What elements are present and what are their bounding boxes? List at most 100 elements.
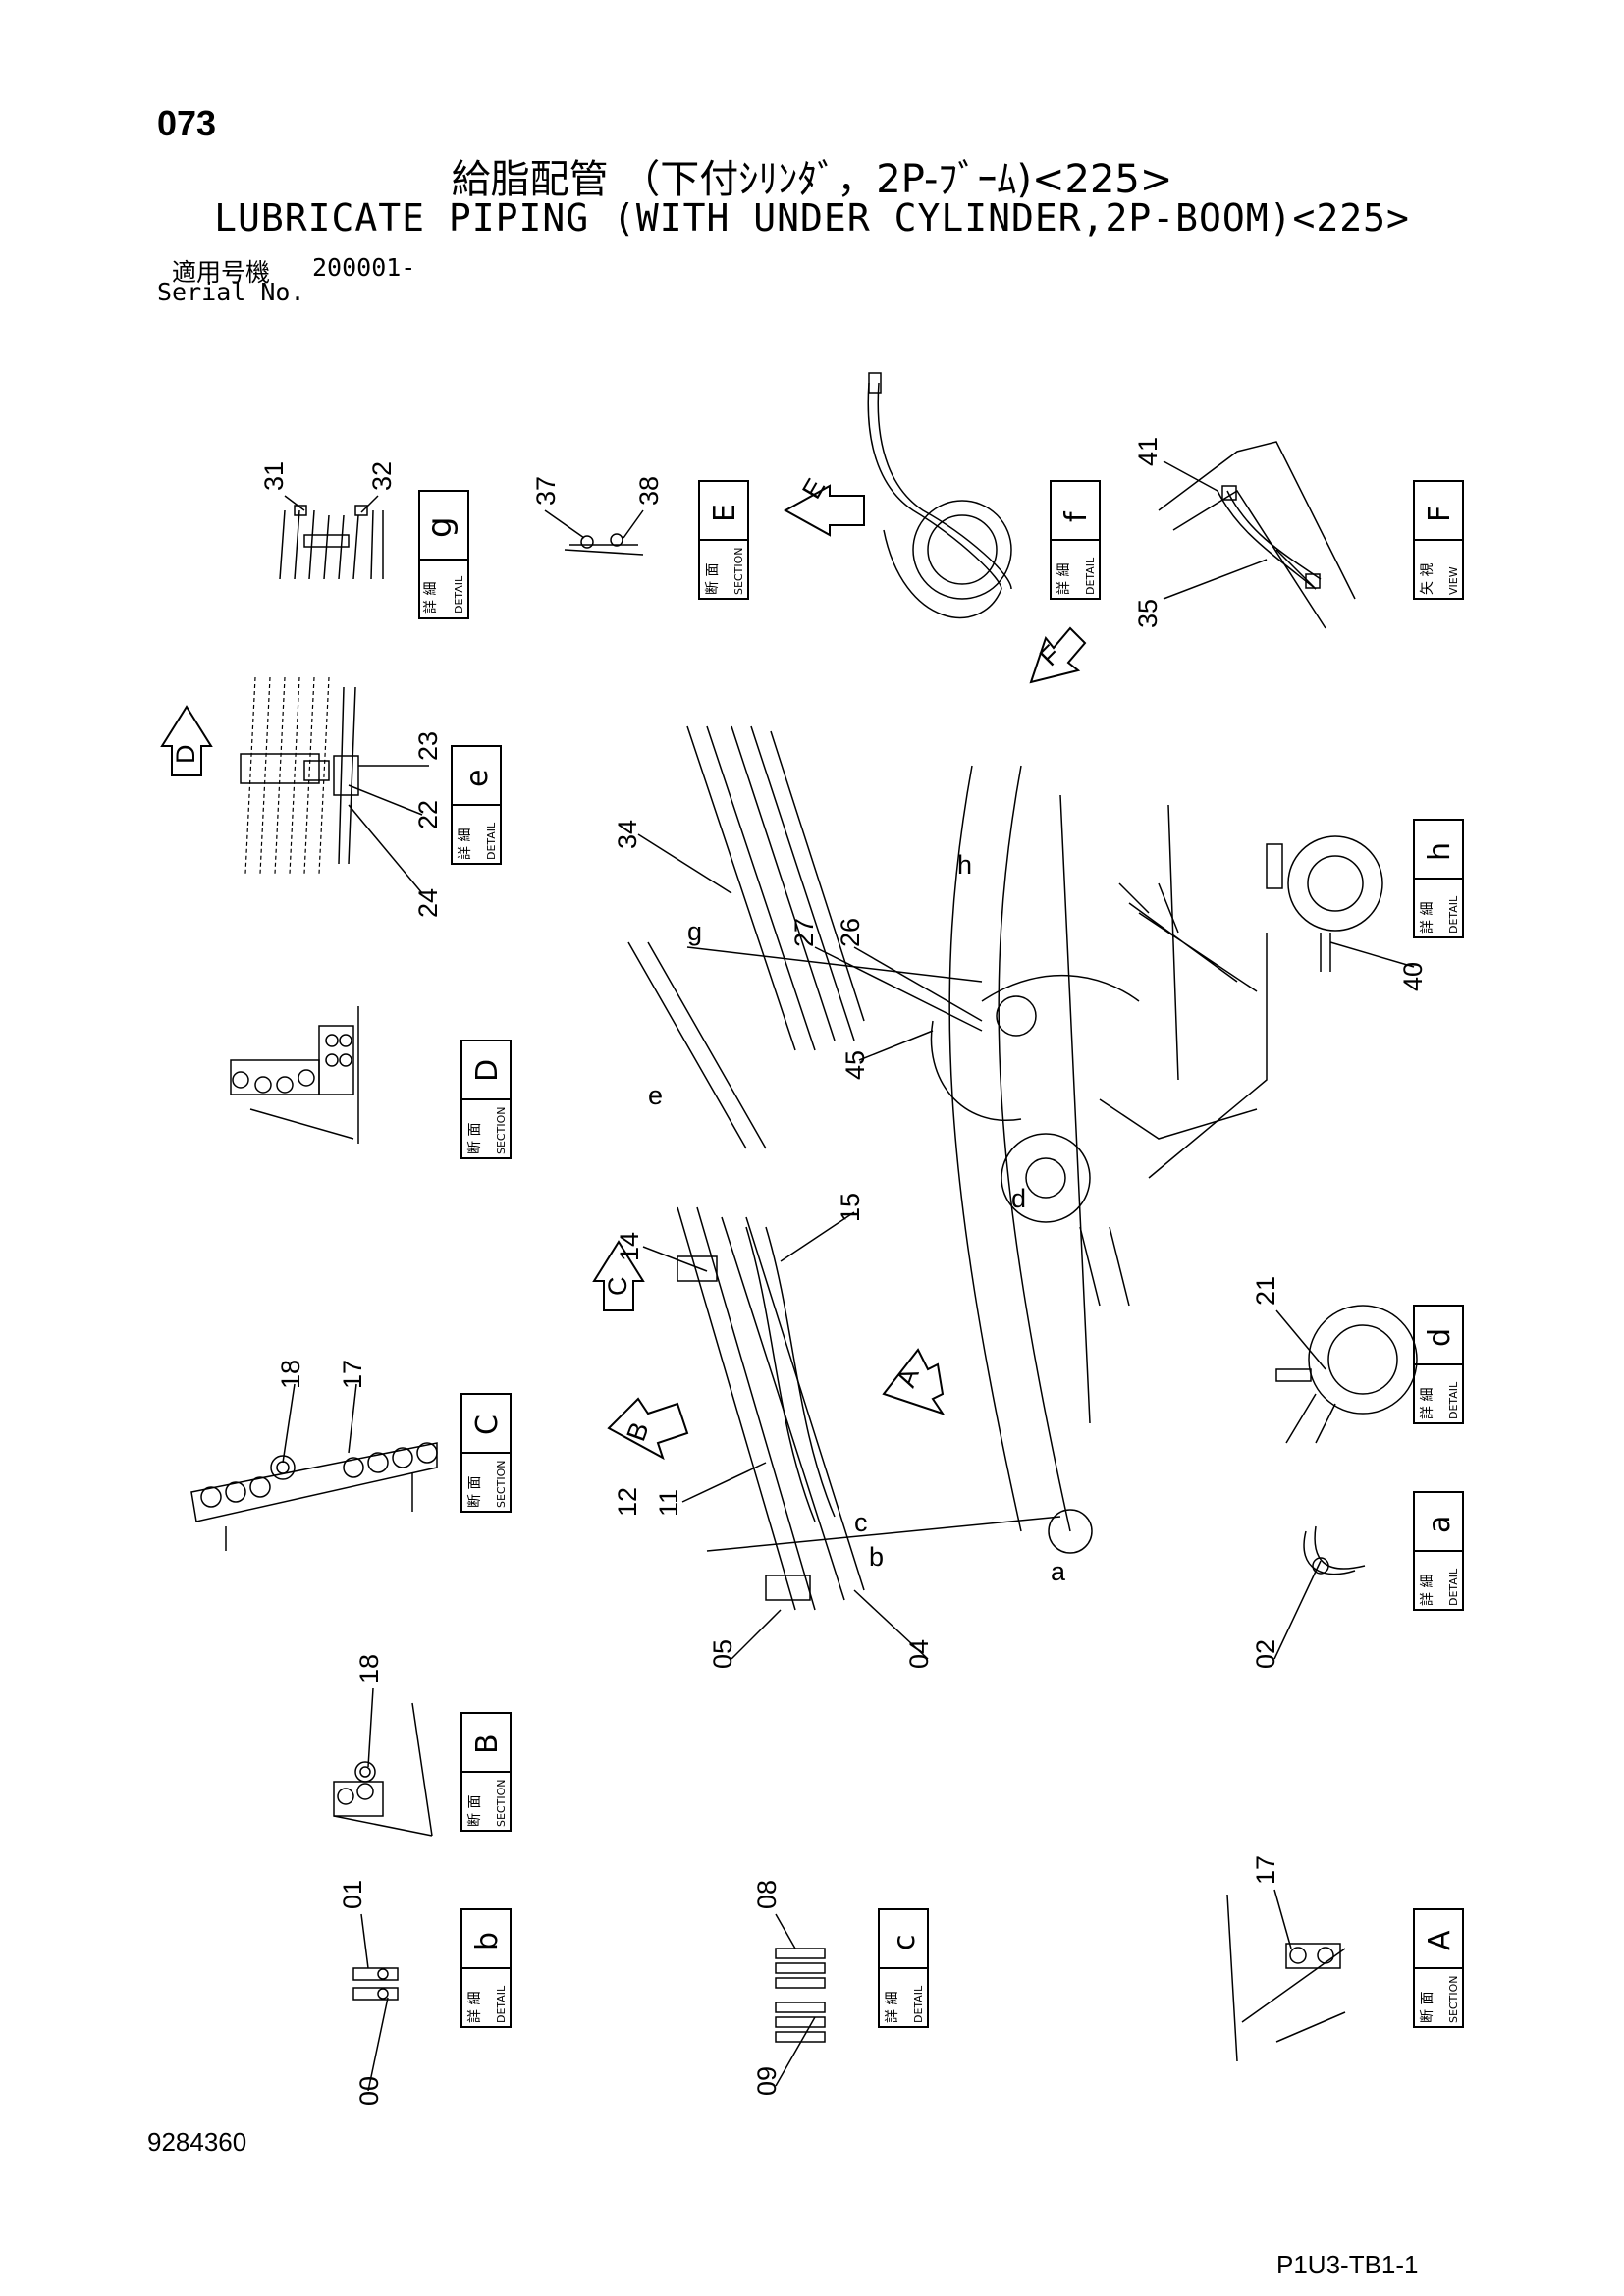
part-label-27: 27: [789, 918, 819, 947]
document-number: 9284360: [147, 2127, 247, 2157]
page-number: 073: [157, 103, 217, 143]
part-label-21: 21: [1251, 1276, 1280, 1306]
callout-h: h: [957, 850, 972, 880]
sketch-detail-b: [352, 1967, 399, 2001]
callout-g: g: [687, 917, 702, 946]
view-box-jp: 詳 細: [1420, 902, 1435, 934]
part-label-18: 18: [276, 1360, 305, 1389]
view-box-letter: A: [1423, 1930, 1457, 1950]
part-label-35: 35: [1133, 599, 1163, 628]
view-box-a: a 詳 細 DETAIL: [1413, 1491, 1464, 1611]
part-label-23: 23: [413, 731, 443, 761]
svg-text:F: F: [1034, 639, 1066, 671]
callout-d: d: [1011, 1184, 1026, 1213]
part-label-26: 26: [836, 918, 865, 947]
sketch-view-F: [1158, 441, 1356, 629]
view-box-F: F 矢 視 VIEW: [1413, 480, 1464, 600]
view-box-en: DETAIL: [485, 822, 498, 860]
view-box-jp: 断 面: [467, 1476, 483, 1508]
view-box-letter: F: [1423, 506, 1457, 522]
view-arrow-C: C: [592, 1240, 645, 1311]
view-box-jp: 詳 細: [885, 1992, 900, 2023]
view-box-en: DETAIL: [1447, 895, 1460, 934]
callout-c: c: [854, 1508, 868, 1537]
view-box-en: SECTION: [495, 1107, 508, 1154]
page-reference: P1U3-TB1-1: [1276, 2250, 1419, 2279]
sketch-section-E: [564, 533, 644, 556]
sketch-detail-f: [867, 372, 1012, 619]
view-box-en: DETAIL: [453, 575, 465, 614]
title-english: LUBRICATE PIPING (WITH UNDER CYLINDER,2P…: [214, 196, 1410, 240]
view-box-en: SECTION: [1447, 1976, 1460, 2023]
view-box-jp: 詳 細: [423, 582, 439, 614]
part-label-17: 17: [338, 1360, 367, 1389]
serial-value: 200001-: [312, 253, 416, 282]
view-box-d: d 詳 細 DETAIL: [1413, 1305, 1464, 1424]
part-label-34: 34: [613, 820, 642, 849]
view-box-en: SECTION: [495, 1780, 508, 1827]
view-box-letter: C: [470, 1415, 505, 1435]
view-box-en: DETAIL: [1447, 1381, 1460, 1419]
view-box-c: c 詳 細 DETAIL: [878, 1908, 929, 2028]
view-box-jp: 断 面: [1420, 1992, 1435, 2023]
svg-text:C: C: [603, 1277, 632, 1297]
view-arrow-A: A: [882, 1348, 946, 1415]
view-box-letter: f: [1059, 510, 1094, 522]
svg-text:E: E: [796, 473, 831, 504]
view-box-en: DETAIL: [1447, 1568, 1460, 1606]
view-box-en: DETAIL: [912, 1985, 925, 2023]
part-label-41: 41: [1133, 437, 1163, 466]
view-box-letter: c: [888, 1935, 922, 1951]
view-arrow-E: E: [783, 473, 865, 537]
view-box-C: C 断 面 SECTION: [460, 1393, 512, 1513]
sketch-detail-d: [1275, 1305, 1418, 1444]
sketch-detail-a: [1303, 1525, 1366, 1575]
part-label-02: 02: [1251, 1639, 1280, 1669]
view-box-letter: g: [420, 516, 460, 538]
view-box-e: e 詳 細 DETAIL: [451, 745, 502, 865]
view-box-en: SECTION: [495, 1461, 508, 1508]
view-box-letter: e: [460, 770, 495, 787]
view-box-letter: E: [708, 504, 742, 522]
part-label-08: 08: [752, 1880, 782, 1909]
view-box-jp: 詳 細: [1056, 563, 1072, 595]
part-label-11: 11: [654, 1489, 683, 1517]
part-label-14: 14: [615, 1232, 644, 1261]
view-box-jp: 詳 細: [1420, 1388, 1435, 1419]
callout-a: a: [1051, 1557, 1066, 1586]
sketch-section-A: [1226, 1894, 1346, 2062]
sketch-detail-h: [1266, 835, 1383, 972]
serial-label-japanese: 適用号機: [172, 258, 271, 287]
sketch-main-boom-right: [930, 765, 1268, 1554]
view-box-en: DETAIL: [1084, 557, 1097, 595]
view-box-D: D 断 面 SECTION: [460, 1040, 512, 1159]
view-arrow-B: B: [607, 1397, 689, 1461]
serial-label-english: Serial No.: [157, 278, 305, 306]
view-box-B: B 断 面 SECTION: [460, 1712, 512, 1832]
part-label-45: 45: [840, 1050, 870, 1080]
sketch-section-B: [333, 1702, 433, 1837]
sketch-main-boom-left: [627, 725, 1061, 1611]
leader-lines: [282, 460, 1415, 2092]
sketch-detail-c: [775, 1948, 826, 2043]
title-japanese: 給脂配管 （下付ｼﾘﾝﾀﾞ，2P-ﾌﾞｰﾑ)<225>: [451, 157, 1173, 202]
part-label-04: 04: [904, 1639, 934, 1669]
sketch-section-C: [190, 1442, 438, 1551]
callout-e: e: [648, 1081, 663, 1110]
sketch-section-D: [230, 1006, 359, 1144]
part-label-38: 38: [634, 476, 664, 506]
view-box-jp: 断 面: [467, 1795, 483, 1827]
part-label-00: 00: [354, 2076, 384, 2106]
part-label-24: 24: [413, 888, 443, 918]
view-box-jp: 詳 細: [1420, 1575, 1435, 1606]
sketch-detail-e: [244, 676, 330, 875]
svg-text:D: D: [171, 745, 200, 765]
part-label-17-b: 17: [1251, 1855, 1280, 1885]
sketch-detail-g: [279, 505, 384, 580]
part-label-01: 01: [338, 1880, 367, 1909]
part-label-18-b: 18: [354, 1654, 384, 1683]
part-label-31: 31: [259, 461, 289, 491]
view-arrow-F: F: [1029, 626, 1087, 684]
view-box-f: f 詳 細 DETAIL: [1050, 480, 1101, 600]
